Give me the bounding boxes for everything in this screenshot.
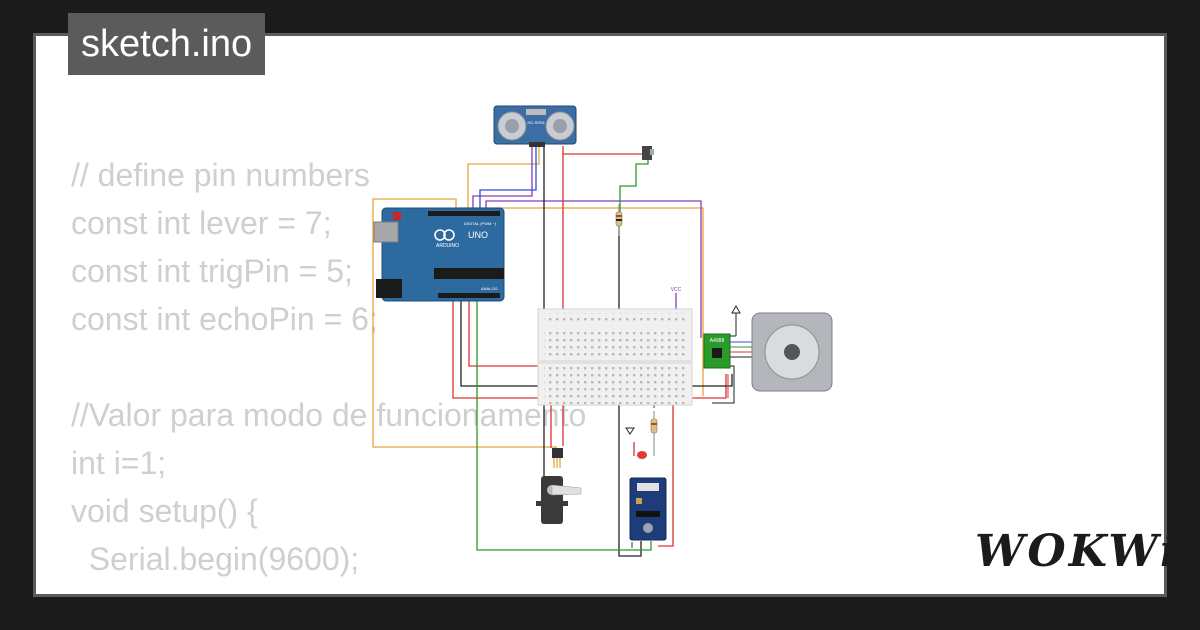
sensor-label: HC-SR04 xyxy=(527,120,545,125)
code-line: Serial.begin(9600); xyxy=(71,541,360,577)
circuit-diagram: HC-SR04 DIGITAL (PWM ~) UNO xyxy=(372,105,833,557)
code-line: pinMode(trigPin, OUTPUT); xyxy=(71,589,482,594)
vcc-marker: VCC xyxy=(671,287,682,306)
code-preview: // define pin numbers const int lever = … xyxy=(71,151,586,594)
sensor-module[interactable] xyxy=(629,477,667,548)
code-line: const int echoPin = 6; xyxy=(71,301,378,337)
code-line: const int trigPin = 5; xyxy=(71,253,353,289)
preview-frame: // define pin numbers const int lever = … xyxy=(33,33,1167,597)
vcc-label: VCC xyxy=(671,287,682,293)
arduino-uno[interactable]: DIGITAL (PWM ~) UNO ARDUINO ANALOG xyxy=(373,207,505,302)
wires xyxy=(372,146,733,557)
resistor-top xyxy=(615,204,623,236)
code-line: // define pin numbers xyxy=(71,157,370,193)
resistor-led xyxy=(633,411,658,459)
driver-label: A4988 xyxy=(710,338,725,344)
code-line: const int lever = 7; xyxy=(71,205,332,241)
board-brand-label: ARDUINO xyxy=(436,243,459,249)
ground-markers xyxy=(625,427,635,435)
stepper-motor[interactable] xyxy=(751,312,833,392)
code-line: int i=1; xyxy=(71,445,167,481)
wokwi-logo: WOKWi xyxy=(975,526,1180,577)
a4988-driver[interactable]: A4988 xyxy=(703,304,752,404)
logo-text: WOKWi xyxy=(975,526,1180,577)
board-header-label: DIGITAL (PWM ~) xyxy=(464,221,497,226)
servo-motor[interactable] xyxy=(536,448,582,524)
ultrasonic-sensor[interactable]: HC-SR04 xyxy=(493,105,577,147)
slide-switch[interactable] xyxy=(642,146,654,160)
code-line: void setup() { xyxy=(71,493,258,529)
breadboard xyxy=(537,308,693,406)
board-analog-label: ANALOG xyxy=(481,286,498,291)
file-tab[interactable]: sketch.ino xyxy=(68,13,266,75)
file-name: sketch.ino xyxy=(81,23,253,65)
board-model-label: UNO xyxy=(468,230,488,240)
